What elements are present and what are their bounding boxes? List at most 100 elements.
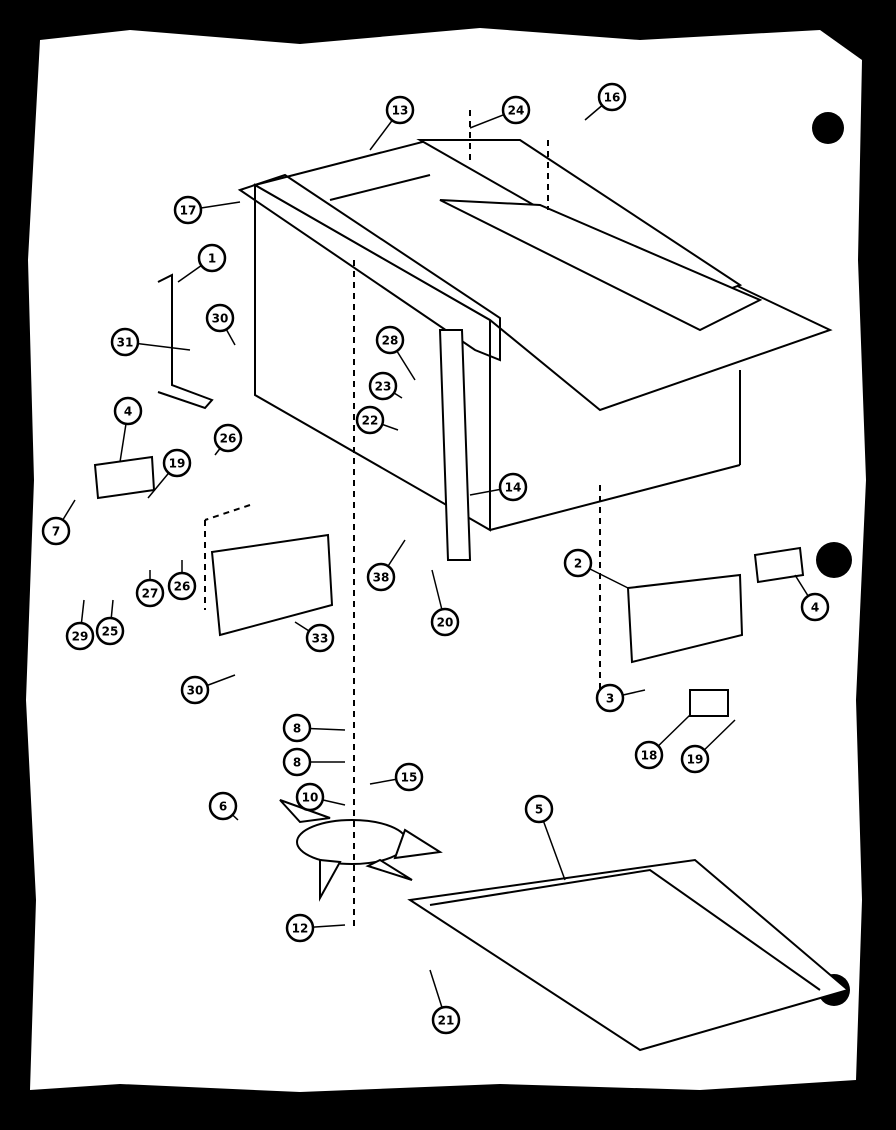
callout-circle bbox=[524, 794, 554, 824]
callout-28: 28 bbox=[375, 325, 416, 381]
fan-blade-6 bbox=[279, 799, 443, 902]
callout-circle bbox=[385, 95, 415, 125]
callout-4: 4 bbox=[794, 574, 830, 622]
callout-25: 25 bbox=[95, 599, 125, 646]
callout-circle bbox=[41, 516, 71, 546]
callout-circle bbox=[65, 621, 95, 651]
callout-12: 12 bbox=[285, 913, 346, 943]
callout-number: 16 bbox=[604, 91, 621, 105]
callout-circle bbox=[305, 623, 335, 653]
callout-number: 29 bbox=[72, 630, 89, 644]
callout-number: 28 bbox=[382, 334, 399, 348]
callout-24: 24 bbox=[469, 95, 531, 129]
callout-number: 17 bbox=[180, 204, 197, 218]
callout-3: 3 bbox=[595, 683, 646, 713]
callout-number: 6 bbox=[219, 800, 227, 814]
callout-31: 31 bbox=[110, 327, 191, 357]
callout-circle bbox=[208, 791, 238, 821]
callout-number: 33 bbox=[312, 632, 329, 646]
callout-number: 30 bbox=[187, 684, 204, 698]
callout-number: 5 bbox=[535, 803, 543, 817]
callout-number: 23 bbox=[375, 380, 392, 394]
callout-number: 20 bbox=[437, 616, 454, 630]
callout-6: 6 bbox=[208, 791, 239, 821]
callout-number: 13 bbox=[392, 104, 409, 118]
callout-circle bbox=[595, 683, 625, 713]
callout-number: 19 bbox=[687, 753, 704, 767]
callout-circle bbox=[394, 762, 424, 792]
callout-circle bbox=[430, 607, 460, 637]
callout-circle bbox=[282, 713, 312, 743]
callout-7: 7 bbox=[41, 499, 76, 546]
callout-1: 1 bbox=[177, 243, 227, 283]
punch-hole bbox=[812, 112, 844, 144]
callout-number: 1 bbox=[208, 252, 216, 266]
callout-number: 8 bbox=[293, 756, 301, 770]
callout-circle bbox=[110, 327, 140, 357]
cabinet-body bbox=[252, 138, 833, 532]
callout-26: 26 bbox=[213, 423, 243, 456]
callout-circle bbox=[205, 303, 235, 333]
callout-circle bbox=[375, 325, 405, 355]
callout-10: 10 bbox=[295, 782, 346, 812]
callout-circle bbox=[180, 675, 210, 705]
callout-circle bbox=[368, 371, 398, 401]
callout-circle bbox=[634, 740, 664, 770]
callout-27: 27 bbox=[135, 570, 165, 608]
callout-circle bbox=[366, 562, 396, 592]
callout-5: 5 bbox=[524, 794, 566, 881]
callout-circle bbox=[501, 95, 531, 125]
punch-hole bbox=[816, 542, 852, 578]
callout-circle bbox=[197, 243, 227, 273]
callout-circle bbox=[167, 571, 197, 601]
callout-circle bbox=[285, 913, 315, 943]
callout-30: 30 bbox=[180, 674, 236, 705]
callout-circle bbox=[213, 423, 243, 453]
callout-number: 10 bbox=[302, 791, 319, 805]
panel-2 bbox=[626, 573, 744, 664]
callout-number: 15 bbox=[401, 771, 418, 785]
callout-13: 13 bbox=[369, 95, 415, 151]
drain-pan-5 bbox=[407, 858, 851, 1052]
callout-number: 22 bbox=[362, 414, 379, 428]
callout-number: 27 bbox=[142, 587, 159, 601]
callout-19: 19 bbox=[147, 448, 192, 499]
callout-circle bbox=[680, 744, 710, 774]
callout-circle bbox=[135, 578, 165, 608]
callout-38: 38 bbox=[366, 539, 406, 592]
front-flange bbox=[237, 173, 501, 362]
callout-14: 14 bbox=[469, 472, 528, 502]
callout-circle bbox=[282, 747, 312, 777]
callout-23: 23 bbox=[368, 371, 403, 401]
callout-15: 15 bbox=[369, 762, 424, 792]
callout-circle bbox=[563, 548, 593, 578]
callout-20: 20 bbox=[430, 569, 460, 637]
callout-number: 14 bbox=[505, 481, 522, 495]
callout-circle bbox=[355, 405, 385, 435]
callout-21: 21 bbox=[429, 969, 461, 1035]
bracket-4-left bbox=[93, 455, 156, 500]
assembly-lines bbox=[204, 110, 601, 930]
rail-14 bbox=[438, 329, 472, 561]
plate-33 bbox=[210, 533, 334, 637]
callout-18: 18 bbox=[634, 714, 691, 770]
callout-17: 17 bbox=[173, 195, 241, 225]
callout-number: 12 bbox=[292, 922, 309, 936]
callout-number: 8 bbox=[293, 722, 301, 736]
callout-number: 21 bbox=[438, 1014, 455, 1028]
callout-circle bbox=[173, 195, 203, 225]
callout-22: 22 bbox=[355, 405, 399, 435]
callout-number: 2 bbox=[574, 557, 582, 571]
callout-circle bbox=[113, 396, 143, 426]
callout-circle bbox=[162, 448, 192, 478]
callout-8: 8 bbox=[282, 713, 346, 743]
callout-16: 16 bbox=[584, 82, 627, 121]
callout-circle bbox=[95, 616, 125, 646]
callout-number: 3 bbox=[606, 692, 614, 706]
callout-30: 30 bbox=[205, 303, 236, 346]
callout-33: 33 bbox=[294, 621, 335, 653]
callout-circle bbox=[431, 1005, 461, 1035]
bracket-1 bbox=[157, 273, 214, 410]
callout-8: 8 bbox=[282, 747, 345, 777]
